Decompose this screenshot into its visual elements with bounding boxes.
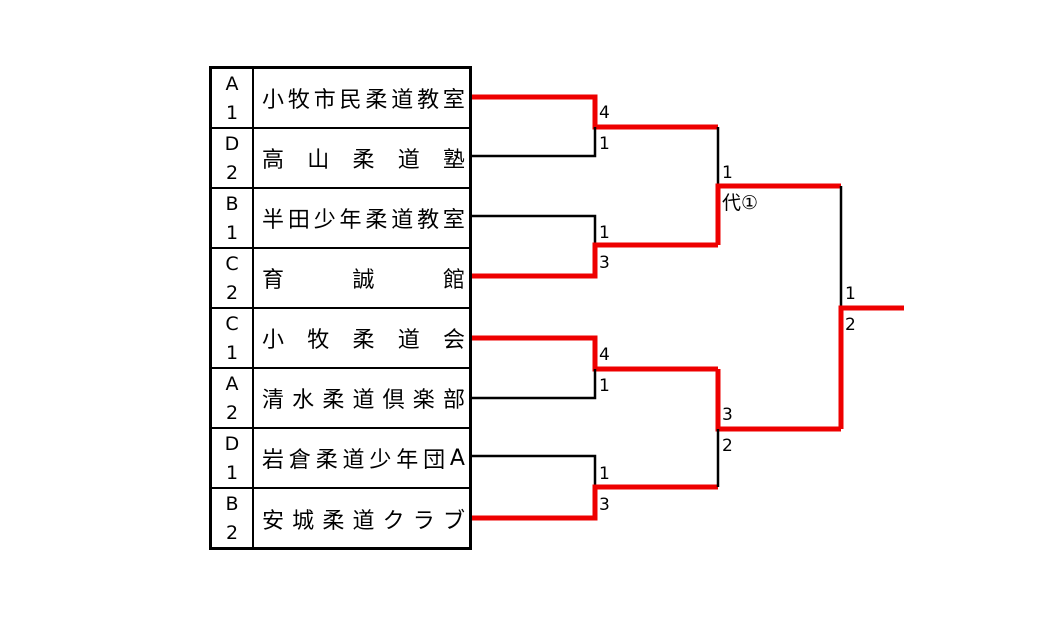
bracket-line-final-winner [838, 305, 904, 429]
score-r1m1-top: 4 [599, 103, 610, 123]
score-r1m1-bottom: 1 [599, 134, 610, 154]
score-r1m3-top: 4 [599, 345, 610, 365]
group-letter: A [225, 73, 239, 95]
bracket-line-r1m3-winner [472, 335, 718, 372]
seed-number: 1 [225, 462, 239, 484]
seed-number: 2 [225, 402, 239, 424]
team-name: 小牧市民柔道教室 [262, 88, 465, 113]
entry-row-6: A 2 清水柔道倶楽部 [212, 369, 469, 429]
score-sf1-bottom: 代① [722, 192, 759, 214]
entry-table: A 1 小牧市民柔道教室 D 2 高山柔道塾 B 1 半田少年柔道教室 C 2 … [209, 66, 472, 550]
group-letter: B [225, 193, 239, 215]
seed-number: 1 [225, 342, 239, 364]
bracket-line-r1m4-winner [472, 484, 718, 521]
seed-cell: B 2 [212, 489, 254, 549]
seed-number: 1 [225, 222, 239, 244]
bracket-line-r1m1-loser [472, 127, 597, 158]
bracket-line-sf1-winner [715, 183, 841, 245]
team-name: 小牧柔道会 [262, 328, 465, 353]
seed-cell: C 2 [212, 249, 254, 307]
group-letter: D [224, 433, 240, 455]
score-sf2-bottom: 2 [722, 436, 733, 456]
entry-row-2: D 2 高山柔道塾 [212, 129, 469, 189]
score-r1m3-bottom: 1 [599, 376, 610, 396]
entry-row-8: B 2 安城柔道クラブ [212, 489, 469, 549]
score-sf1-top: 1 [722, 163, 733, 183]
group-letter: B [225, 493, 239, 515]
team-name: 半田少年柔道教室 [262, 208, 465, 233]
bracket-line-r1m2-winner [472, 242, 718, 279]
team-name: 清水柔道倶楽部 [262, 388, 465, 413]
entry-row-3: B 1 半田少年柔道教室 [212, 189, 469, 249]
group-letter: A [225, 373, 239, 395]
score-r1m4-bottom: 3 [599, 495, 610, 515]
score-r1m4-top: 1 [599, 464, 610, 484]
team-name: 高山柔道塾 [262, 148, 465, 173]
score-final-top: 1 [845, 284, 856, 304]
team-name: 安城柔道クラブ [262, 509, 465, 534]
seed-cell: D 2 [212, 129, 254, 187]
bracket-line-r1m2-loser [472, 214, 597, 245]
group-letter: D [224, 133, 240, 155]
score-sf2-top: 3 [722, 405, 733, 425]
entry-row-1: A 1 小牧市民柔道教室 [212, 69, 469, 129]
score-r1m2-bottom: 3 [599, 253, 610, 273]
bracket-line-r1m3-loser [472, 369, 597, 400]
entry-row-4: C 2 育誠館 [212, 249, 469, 309]
bracket-line-sf2-winner [715, 369, 841, 432]
seed-number: 2 [225, 162, 239, 184]
seed-cell: A 1 [212, 69, 254, 127]
seed-cell: D 1 [212, 429, 254, 487]
entry-row-5: C 1 小牧柔道会 [212, 309, 469, 369]
bracket-line-r1m1-winner [472, 94, 718, 130]
seed-cell: C 1 [212, 309, 254, 367]
score-final-bottom: 2 [845, 315, 856, 335]
bracket-line-r1m4-loser [472, 454, 597, 487]
seed-number: 1 [225, 102, 239, 124]
seed-number: 2 [225, 282, 239, 304]
seed-number: 2 [225, 522, 239, 544]
group-letter: C [225, 253, 239, 275]
seed-cell: B 1 [212, 189, 254, 247]
team-name: 育誠館 [262, 268, 465, 293]
seed-cell: A 2 [212, 369, 254, 427]
score-r1m2-top: 1 [599, 223, 610, 243]
group-letter: C [225, 313, 239, 335]
